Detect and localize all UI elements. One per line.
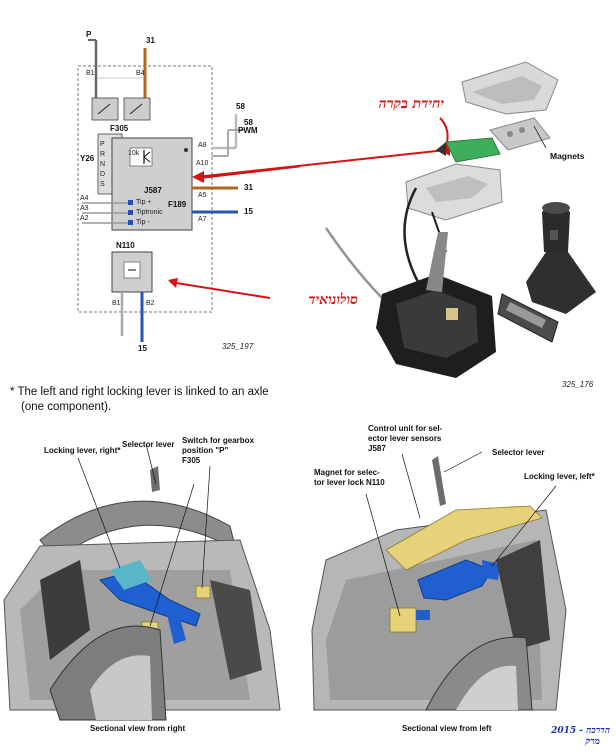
section-view-left: Control unit for sel- ector lever sensor… [306, 410, 616, 750]
solenoid-n110-label: N110 [116, 241, 135, 250]
caption-section-left: Sectional view from left [402, 724, 492, 733]
input-tip-minus: Tip - [136, 219, 150, 226]
pin-a8-label: A8 [198, 142, 207, 149]
pin-a2-label: A2 [80, 215, 89, 222]
switch-f305-label: F305 [110, 124, 129, 133]
label-selector-lever-left-view: Selector lever [492, 448, 545, 457]
solenoid-hebrew-note: סולונואיד [308, 292, 358, 308]
caption-section-right: Sectional view from right [90, 724, 186, 733]
input-tiptronic: Tiptronic [136, 209, 163, 216]
signature-line1: הדרכה - 2015 [551, 726, 610, 736]
label-magnet-line1: Magnet for selec- [314, 468, 380, 477]
footnote-line2: (one component). [21, 401, 112, 413]
pin-a3-label: A3 [80, 205, 89, 212]
label-control-unit-line2: ector lever sensors [368, 434, 442, 443]
pin-a5-label: A5 [198, 192, 207, 199]
section-right-drawing [3, 443, 281, 721]
label-magnet-line2: tor lever lock N110 [314, 478, 385, 487]
wiring-schematic: P 31 B1 B4 F305 58 58 PWM Y26 P R N D S … [0, 0, 441, 360]
wire-58-label: 58 [236, 102, 245, 111]
exploded-view: Magnets 325_176 [296, 52, 616, 392]
wire-15-mid-label: 15 [244, 207, 253, 216]
footnote-line1: * The left and right locking lever is li… [10, 386, 269, 398]
pin-a10-label: A10 [196, 160, 209, 167]
pin-b4-label: B4 [136, 70, 145, 77]
wire-58-pwm-num: 58 [244, 118, 253, 127]
selector-y26-label: Y26 [80, 154, 95, 163]
pin-a4-label: A4 [80, 195, 89, 202]
wire-15-bottom-label: 15 [138, 344, 147, 353]
hall-f189-label: F189 [168, 200, 187, 209]
label-control-unit-line1: Control unit for sel- [368, 424, 443, 433]
wire-p-label: P [86, 30, 92, 39]
control-unit-hebrew-note: יחידת בקרה [378, 96, 444, 112]
pin-b1-bottom-label: B1 [112, 300, 121, 307]
label-control-unit-line3: J587 [368, 444, 386, 453]
signature-line2: מרק [585, 737, 600, 747]
label-locking-lever-left: Locking lever, left* [524, 472, 595, 481]
label-switch-line3: F305 [182, 456, 201, 465]
schematic-figure-code: 325_197 [222, 342, 254, 351]
pin-b2-bottom-label: B2 [146, 300, 155, 307]
wire-31-top-label: 31 [146, 36, 155, 45]
section-left-drawing [311, 451, 567, 711]
resistor-label: 10k [128, 150, 140, 157]
control-unit-j587-label: J587 [144, 186, 162, 195]
pin-b1-label: B1 [86, 70, 95, 77]
label-switch-line2: position "P" [182, 446, 229, 455]
prnds-label: P R N D S [100, 141, 106, 188]
exploded-figure-code: 325_176 [562, 380, 594, 389]
magnets-label: Magnets [550, 151, 585, 161]
label-switch-line1: Switch for gearbox [182, 436, 255, 445]
wire-58-pwm-text: PWM [238, 126, 258, 135]
schematic-lines [77, 39, 441, 342]
exploded-parts [324, 61, 596, 378]
wire-31-mid-label: 31 [244, 183, 253, 192]
section-view-right: Selector lever Locking lever, right* Swi… [0, 430, 300, 750]
label-locking-lever-right: Locking lever, right* [44, 446, 121, 455]
label-selector-lever-right-view: Selector lever [122, 440, 175, 449]
pin-a7-label: A7 [198, 216, 207, 223]
input-tip-plus: Tip + [136, 199, 152, 206]
